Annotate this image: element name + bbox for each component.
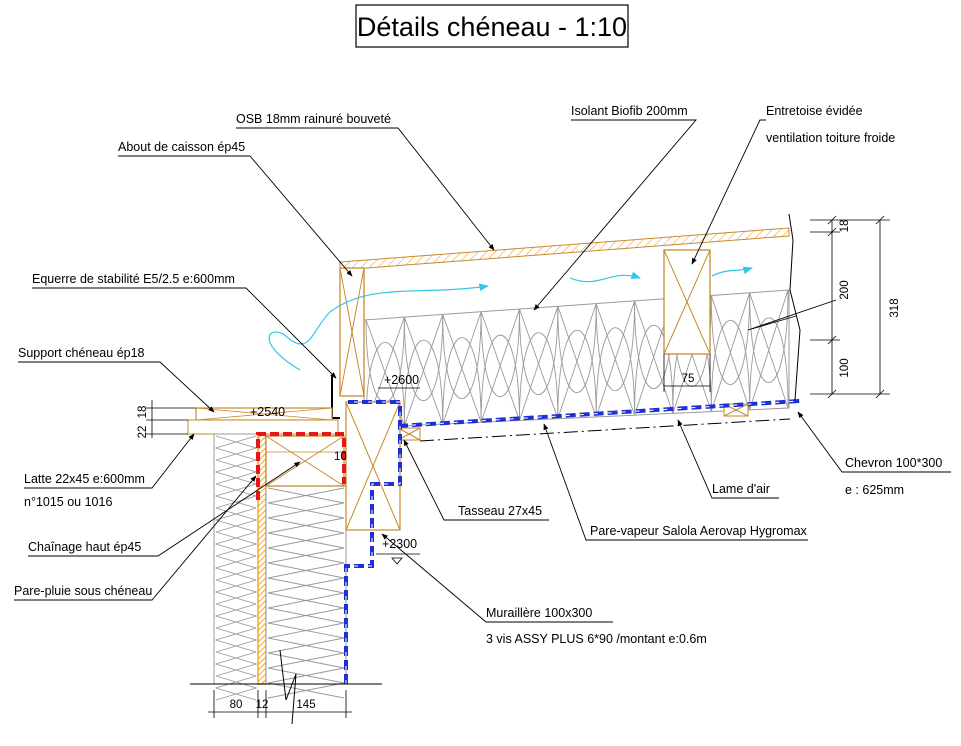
osb-panel (339, 227, 790, 271)
leader-osb (236, 127, 495, 251)
dim-osb-thickness: 18 (839, 220, 851, 233)
title-frame (355, 4, 629, 48)
label-air-gap: Lame d'air (712, 482, 770, 496)
level-2300-marker (391, 557, 403, 565)
leader-wall-plate (381, 533, 613, 623)
level-2600: +2600 (384, 373, 419, 387)
break-line-right (788, 213, 801, 401)
batten-latte (187, 419, 339, 435)
dim-lower-thickness: 100 (839, 358, 851, 377)
label-tie-beam: Chaînage haut ép45 (28, 540, 141, 554)
leader-batten (403, 439, 549, 521)
label-bracket: Equerre de stabilité E5/2.5 e:600mm (32, 272, 235, 286)
label-wall-plate-1: Muraillère 100x300 (486, 606, 592, 620)
red-membrane (256, 432, 346, 500)
airflow-arrow-1 (268, 283, 489, 371)
label-rain-screen: Pare-pluie sous chéneau (14, 584, 152, 598)
dim-latte: 22 (137, 426, 149, 439)
dim-spacer-width: 75 (682, 373, 695, 385)
label-gutter-support: Support chéneau ép18 (18, 346, 145, 360)
airflow-arrow-3 (711, 266, 753, 277)
leader-rafter (797, 411, 951, 473)
dim-total-thickness: 318 (889, 298, 901, 317)
dim-outer-insulation: 80 (230, 699, 243, 711)
airflow-arrow-2 (569, 271, 641, 283)
dimension-lines-bottom (208, 690, 352, 718)
level-2540: +2540 (250, 405, 285, 419)
leader-insulation (533, 119, 697, 311)
leader-support (18, 361, 215, 413)
label-batten: Tasseau 27x45 (458, 504, 542, 518)
dimension-lines-right (663, 215, 890, 399)
leader-box-end (118, 155, 353, 277)
break-line-bottom (279, 649, 297, 725)
dim-insulation-thickness: 200 (839, 280, 851, 299)
leader-air-gap (677, 419, 779, 499)
level-2300: +2300 (382, 537, 417, 551)
leader-spacer (691, 119, 766, 265)
leader-latte (24, 433, 195, 489)
dimension-lines-left (146, 400, 196, 438)
leader-dim-split (747, 299, 837, 331)
label-spacer-2: ventilation toiture froide (766, 131, 895, 145)
label-rafter-1: Chevron 100*300 (845, 456, 942, 470)
drawing-title: Détails chéneau - 1:10 (357, 12, 627, 42)
label-spacer-1: Entretoise évidée (766, 104, 863, 118)
ceiling-line (419, 418, 791, 442)
leader-bracket (32, 287, 337, 379)
leader-tie-beam (28, 461, 301, 557)
dim-support: 18 (137, 406, 149, 419)
label-rafter-2: e : 625mm (845, 483, 904, 497)
wall-outer-insulation-pattern (214, 435, 258, 701)
dim-rain-screen: 12 (256, 699, 269, 711)
label-box-end: About de caisson ép45 (118, 140, 245, 154)
dim-gap-10: 10 (334, 451, 347, 463)
leader-vapor-barrier (543, 423, 808, 541)
label-insulation: Isolant Biofib 200mm (571, 104, 688, 118)
label-wall-plate-2: 3 vis ASSY PLUS 6*90 /montant e:0.6m (486, 632, 707, 646)
label-osb: OSB 18mm rainuré bouveté (236, 112, 391, 126)
wall-outer-insulation (213, 433, 259, 685)
label-latte-2: n°1015 ou 1016 (24, 495, 112, 509)
stability-bracket (331, 376, 340, 419)
leader-rain-screen (14, 475, 257, 601)
vapor-barrier-roof (397, 399, 801, 428)
dim-inner-wall: 145 (296, 699, 315, 711)
label-vapor-barrier: Pare-vapeur Salola Aerovap Hygromax (590, 524, 808, 538)
label-latte-1: Latte 22x45 e:600mm (24, 472, 145, 486)
